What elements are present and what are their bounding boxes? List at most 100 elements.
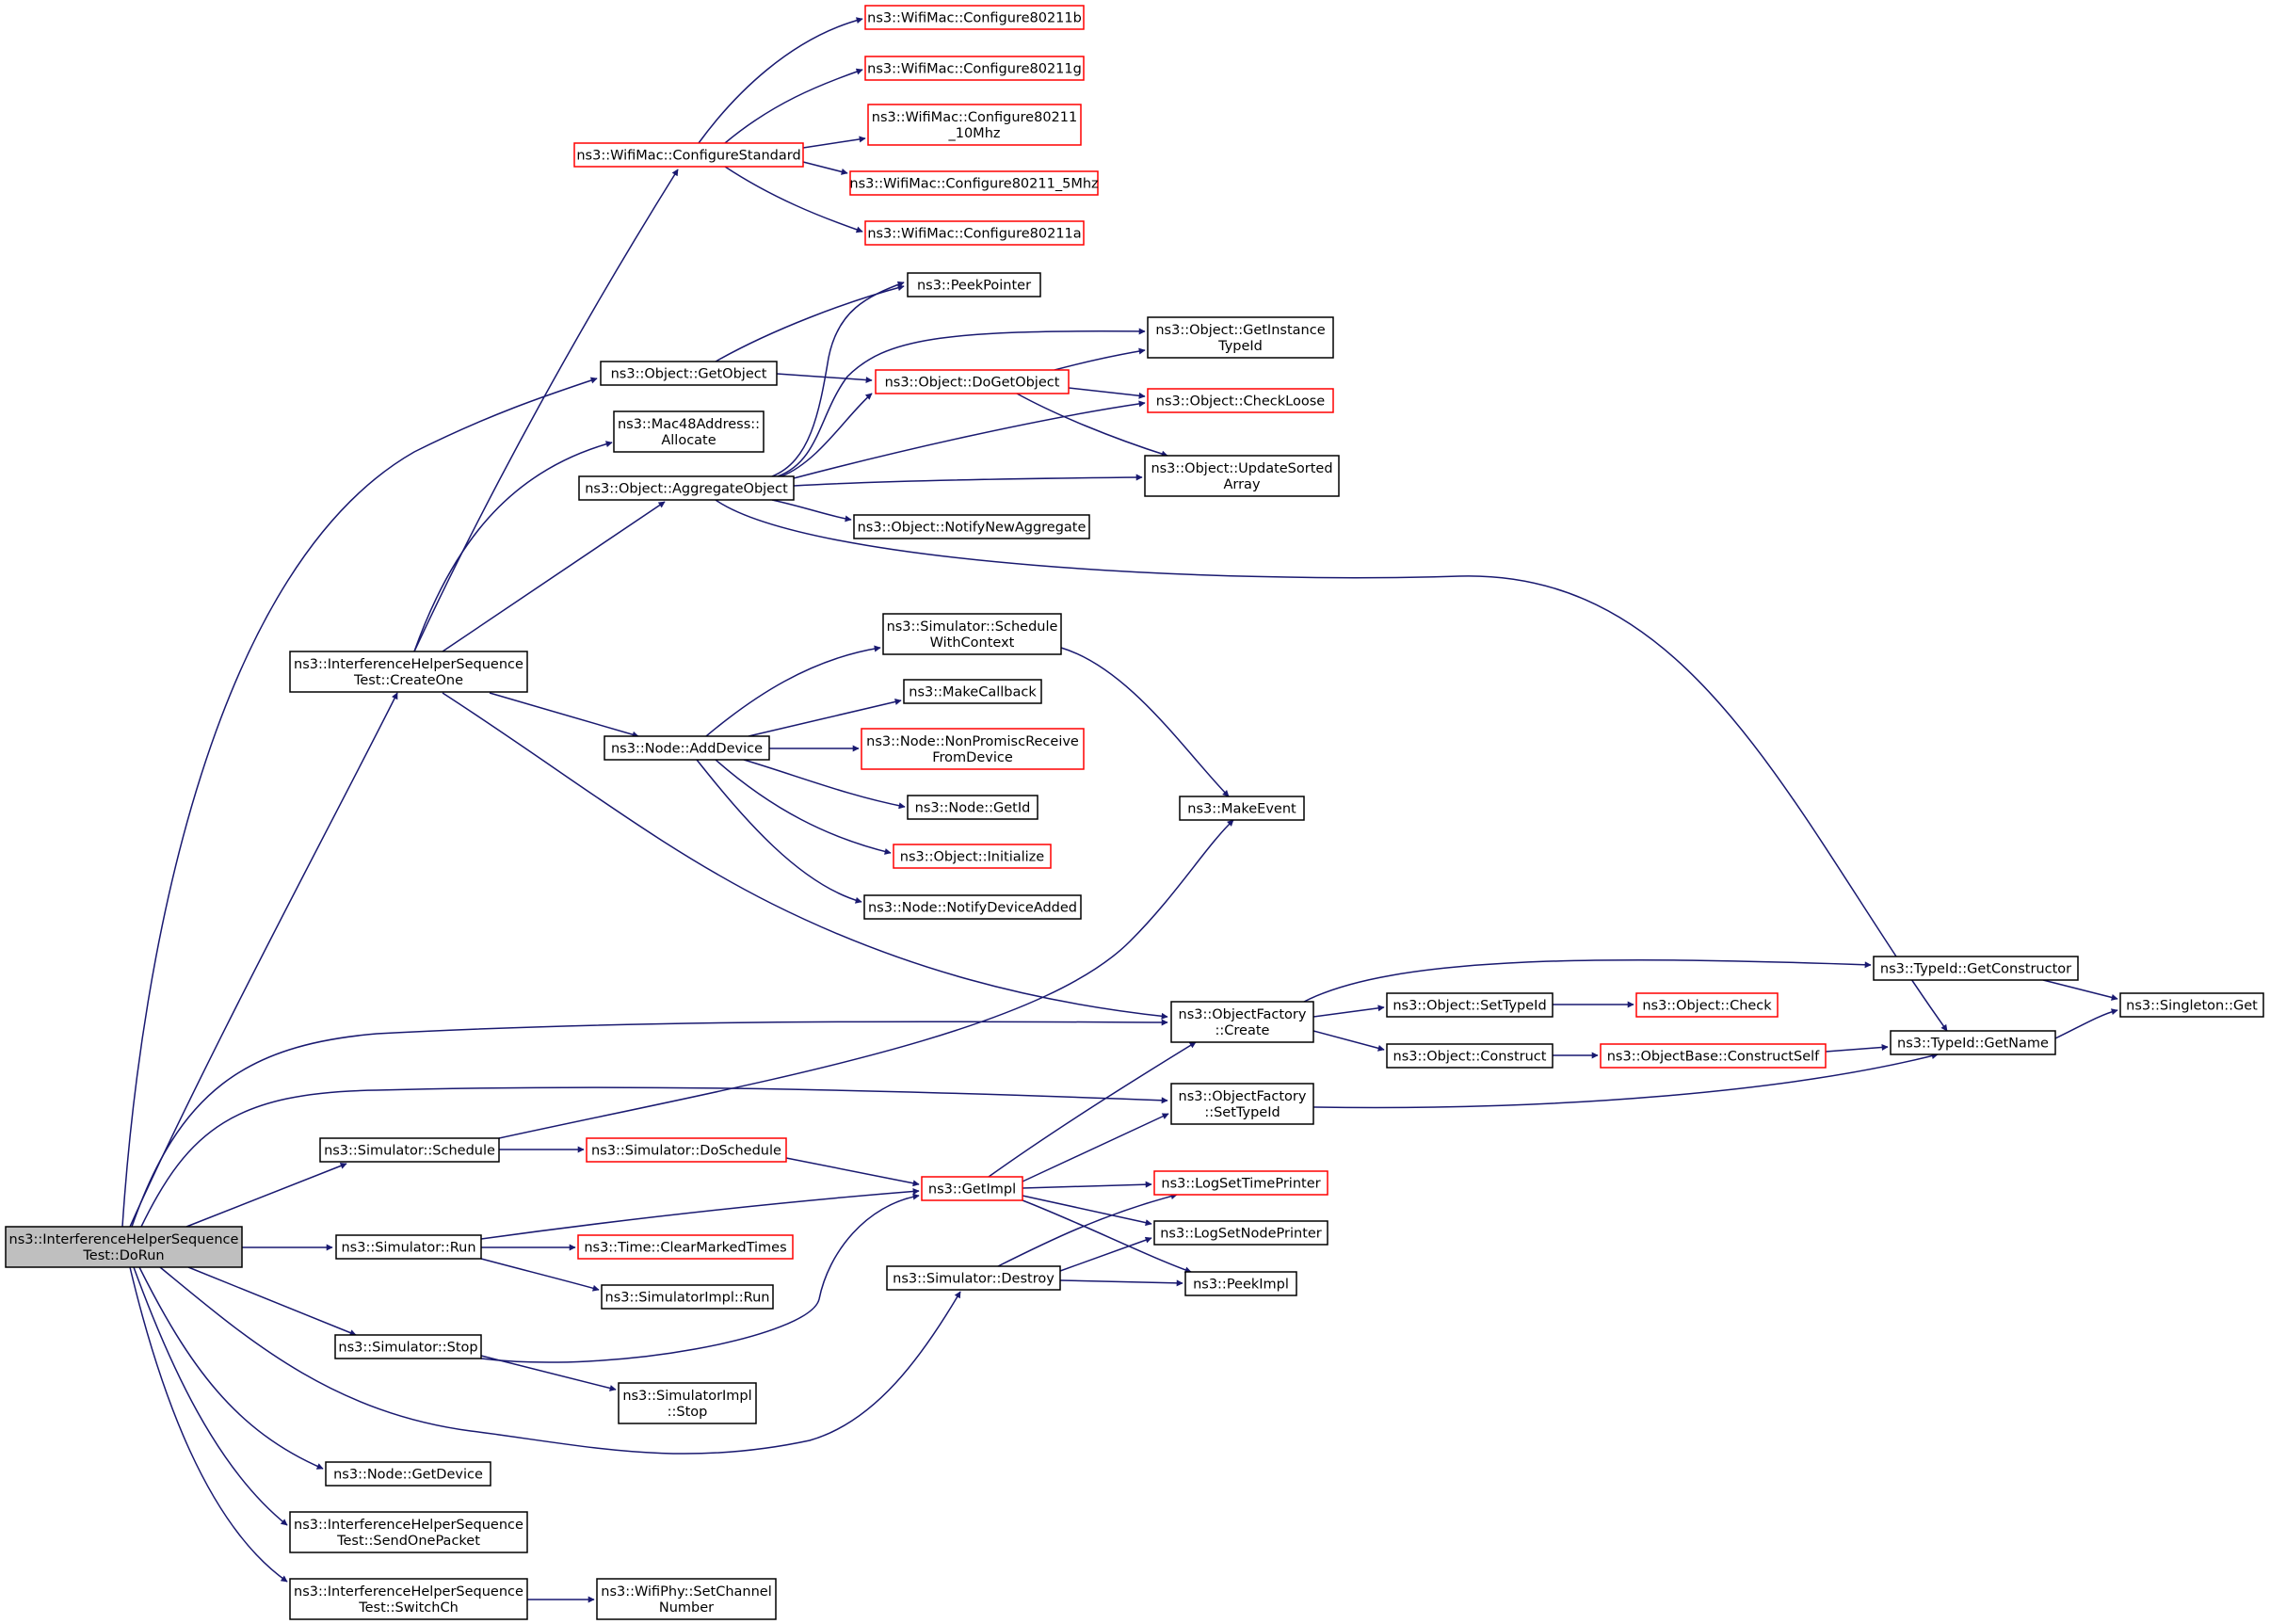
node-c80211b[interactable]: ns3::WifiMac::Configure80211b <box>864 5 1085 30</box>
node-box <box>1147 316 1334 359</box>
node-peekptr[interactable]: ns3::PeekPointer <box>907 272 1041 297</box>
node-objcheck[interactable]: ns3::Object::Check <box>1635 992 1779 1018</box>
node-sendone[interactable]: ns3::InterferenceHelperSequenceTest::Sen… <box>289 1511 528 1553</box>
node-label-line: ns3::MakeEvent <box>1187 802 1296 817</box>
node-logtime[interactable]: ns3::LogSetTimePrinter <box>1153 1170 1328 1196</box>
node-label-line: ::Stop <box>668 1405 708 1420</box>
node-box <box>2119 992 2264 1018</box>
node-label-line: ns3::TypeId::GetName <box>1897 1037 2049 1052</box>
node-configstd[interactable]: ns3::WifiMac::ConfigureStandard <box>573 142 804 168</box>
node-peekimpl[interactable]: ns3::PeekImpl <box>1184 1271 1297 1296</box>
edge-getimpl-to-ofsettype <box>1022 1113 1169 1182</box>
node-label-line: ns3::Object::DoGetObject <box>885 376 1060 391</box>
node-label-line: ns3::Node::GetId <box>915 801 1031 816</box>
edge-ofcreate-to-getctor <box>1303 958 1872 1003</box>
node-ofcreate[interactable]: ns3::ObjectFactory::Create <box>1170 1001 1314 1043</box>
node-makecb[interactable]: ns3::MakeCallback <box>903 679 1042 704</box>
edge-configstd-to-c80211b <box>698 17 863 144</box>
node-box <box>325 1461 491 1487</box>
node-c10mhz[interactable]: ns3::WifiMac::Configure80211_10Mhz <box>867 104 1082 146</box>
node-label-line: ns3::Mac48Address:: <box>618 417 760 432</box>
node-box <box>907 272 1041 297</box>
node-getname[interactable]: ns3::TypeId::GetName <box>1890 1030 2056 1055</box>
node-aggobj[interactable]: ns3::Object::AggregateObject <box>578 475 795 501</box>
node-createone[interactable]: ns3::InterferenceHelperSequenceTest::Cre… <box>289 651 528 693</box>
node-label-line: ns3::Object::SetTypeId <box>1393 999 1546 1014</box>
node-notifydev[interactable]: ns3::Node::NotifyDeviceAdded <box>863 894 1082 920</box>
node-switchch[interactable]: ns3::InterferenceHelperSequenceTest::Swi… <box>289 1578 528 1620</box>
nodes-layer: ns3::InterferenceHelperSequenceTest::DoR… <box>5 5 2264 1620</box>
node-c80211a[interactable]: ns3::WifiMac::Configure80211a <box>864 220 1085 246</box>
node-c80211g[interactable]: ns3::WifiMac::Configure80211g <box>864 56 1085 81</box>
node-singleton[interactable]: ns3::Singleton::Get <box>2119 992 2264 1018</box>
node-simdestroy[interactable]: ns3::Simulator::Destroy <box>886 1265 1061 1291</box>
node-box <box>600 361 778 386</box>
node-getimpl[interactable]: ns3::GetImpl <box>921 1176 1023 1201</box>
node-ofsettype[interactable]: ns3::ObjectFactory::SetTypeId <box>1170 1083 1314 1125</box>
node-lognode[interactable]: ns3::LogSetNodePrinter <box>1153 1220 1328 1246</box>
edge-simsched-to-makeevent <box>498 819 1234 1139</box>
node-box <box>1386 1043 1554 1069</box>
node-label-line: WithContext <box>930 635 1015 651</box>
node-notifyagg[interactable]: ns3::Object::NotifyNewAggregate <box>853 514 1090 539</box>
edge-ofcreate-to-settypeid <box>1312 1005 1385 1018</box>
edge-root-to-ofcreate <box>131 1019 1168 1228</box>
node-getctor[interactable]: ns3::TypeId::GetConstructor <box>1873 956 2079 981</box>
node-getdevice[interactable]: ns3::Node::GetDevice <box>325 1461 491 1487</box>
edge-adddev-to-makecb <box>748 699 902 737</box>
node-makeevent[interactable]: ns3::MakeEvent <box>1179 796 1305 821</box>
node-simsched[interactable]: ns3::Simulator::Schedule <box>319 1137 500 1163</box>
node-label-line: Array <box>1223 477 1260 492</box>
node-implrun[interactable]: ns3::SimulatorImpl::Run <box>601 1284 774 1310</box>
node-label-line: ns3::LogSetTimePrinter <box>1161 1177 1320 1192</box>
node-label-line: ns3::WifiMac::Configure80211a <box>867 227 1081 242</box>
node-settypeid[interactable]: ns3::Object::SetTypeId <box>1386 992 1554 1018</box>
node-label-line: ns3::WifiMac::ConfigureStandard <box>576 149 800 164</box>
node-simstop[interactable]: ns3::Simulator::Stop <box>334 1334 482 1359</box>
node-adddev[interactable]: ns3::Node::AddDevice <box>604 735 770 761</box>
node-objinit[interactable]: ns3::Object::Initialize <box>893 844 1052 869</box>
node-implstop[interactable]: ns3::SimulatorImpl::Stop <box>618 1382 757 1424</box>
node-c5mhz[interactable]: ns3::WifiMac::Configure80211_5Mhz <box>849 170 1099 196</box>
node-label-line: ns3::SimulatorImpl <box>622 1389 751 1404</box>
node-label-line: ns3::Node::GetDevice <box>333 1468 483 1483</box>
node-label-line: ns3::Object::Initialize <box>900 850 1044 865</box>
node-box <box>864 5 1085 30</box>
node-dogetobj[interactable]: ns3::Object::DoGetObject <box>875 369 1070 394</box>
node-label-line: ns3::TypeId::GetConstructor <box>1880 962 2071 977</box>
node-label-line: ns3::LogSetNodePrinter <box>1160 1227 1322 1242</box>
node-label-line: ns3::Node::AddDevice <box>611 742 763 757</box>
node-label-line: ns3::Simulator::DoSchedule <box>591 1144 781 1159</box>
node-getobj[interactable]: ns3::Object::GetObject <box>600 361 778 386</box>
node-dosched[interactable]: ns3::Simulator::DoSchedule <box>586 1137 787 1163</box>
node-label-line: ::Create <box>1215 1023 1270 1038</box>
node-ctorself[interactable]: ns3::ObjectBase::ConstructSelf <box>1600 1043 1827 1069</box>
node-label-line: Test::DoRun <box>82 1248 164 1263</box>
node-box <box>1153 1220 1328 1246</box>
node-construct[interactable]: ns3::Object::Construct <box>1386 1043 1554 1069</box>
node-root[interactable]: ns3::InterferenceHelperSequenceTest::DoR… <box>5 1226 243 1268</box>
edge-adddev-to-objinit <box>715 759 892 855</box>
edge-createone-to-configstd <box>413 169 679 652</box>
node-macalloc[interactable]: ns3::Mac48Address::Allocate <box>613 410 765 453</box>
node-label-line: ns3::Time::ClearMarkedTimes <box>584 1241 786 1256</box>
edge-getimpl-to-logtime <box>1022 1181 1152 1189</box>
node-label-line: ns3::Simulator::Schedule <box>887 619 1058 635</box>
node-clearmarked[interactable]: ns3::Time::ClearMarkedTimes <box>577 1234 794 1260</box>
node-box <box>907 795 1038 820</box>
node-box <box>289 651 528 693</box>
node-simrun[interactable]: ns3::Simulator::Run <box>335 1234 482 1260</box>
edge-aggobj-to-getname <box>715 499 1948 1032</box>
node-label-line: Allocate <box>661 433 716 448</box>
edge-dogetobj-to-getinst <box>1054 347 1146 371</box>
node-label-line: ns3::ObjectFactory <box>1179 1007 1307 1022</box>
node-label-line: ns3::Singleton::Get <box>2126 999 2258 1014</box>
node-getid[interactable]: ns3::Node::GetId <box>907 795 1038 820</box>
node-checkloose[interactable]: ns3::Object::CheckLoose <box>1147 388 1334 413</box>
node-box <box>863 894 1082 920</box>
